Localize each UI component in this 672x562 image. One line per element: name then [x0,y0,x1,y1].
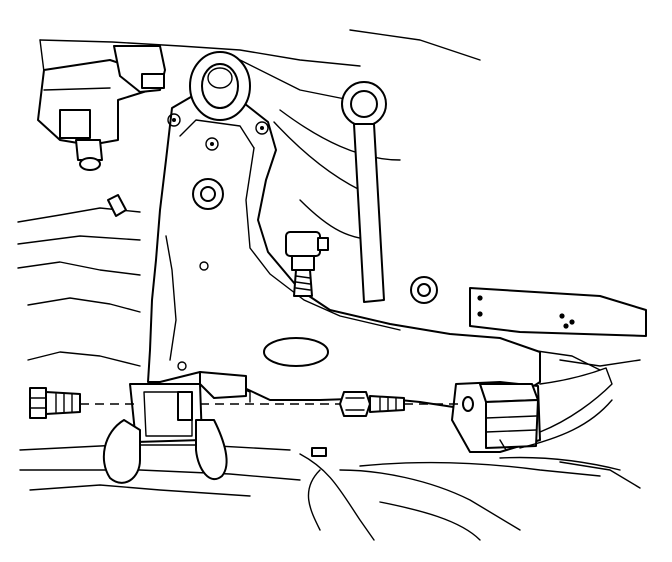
ball-joint [189,51,251,121]
knuckle-assembly [37,45,166,217]
front-bushing-bracket [102,371,327,484]
pinch-bolt [285,231,329,297]
stabilizer-link [341,81,438,304]
crossmember-bracket [469,287,647,337]
splash-shield [499,367,621,471]
chassis-background [17,29,641,541]
front-mount-bolt [29,387,81,419]
rear-bushing [451,381,541,453]
lower-control-arm [147,93,541,409]
